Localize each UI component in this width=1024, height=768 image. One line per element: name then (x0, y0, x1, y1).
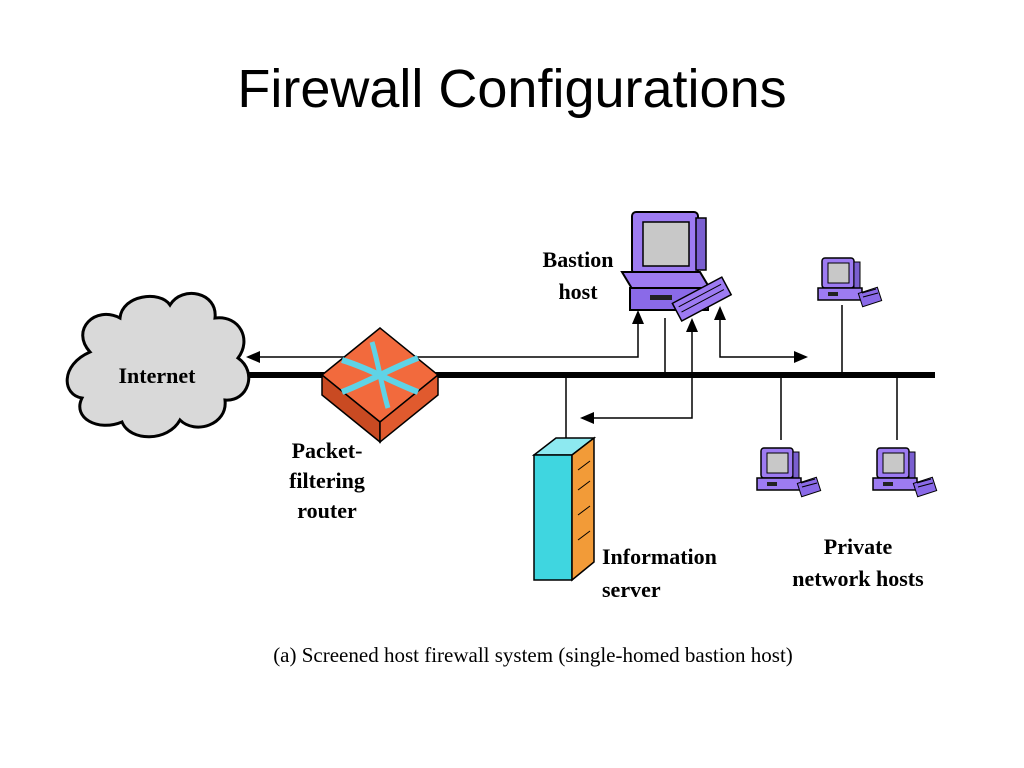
router-icon (320, 327, 440, 444)
diagram-caption: (a) Screened host firewall system (singl… (273, 643, 793, 667)
info-server-label-1: Information (602, 544, 717, 569)
router-label-2: filtering (289, 468, 365, 493)
internet-label: Internet (119, 363, 197, 388)
arrow-bastion-to-server (580, 318, 698, 424)
information-server-icon (531, 436, 597, 582)
arrow-bastion-to-private (714, 306, 808, 363)
router-label-3: router (297, 498, 357, 523)
private-host-icon (756, 447, 822, 498)
arrow-bastion-to-internet (246, 310, 644, 363)
internet-cloud: Internet (65, 291, 251, 439)
router-label-1: Packet- (292, 438, 363, 463)
bastion-label-2: host (558, 279, 598, 304)
info-server-label-2: server (602, 577, 661, 602)
bastion-label-1: Bastion (543, 247, 614, 272)
private-hosts-label-1: Private (824, 534, 893, 559)
private-host-icon (872, 447, 938, 498)
bastion-host-icon (620, 211, 733, 323)
private-hosts-label-2: network hosts (792, 566, 924, 591)
private-host-icon (817, 257, 883, 308)
slide-title: Firewall Configurations (237, 59, 787, 119)
